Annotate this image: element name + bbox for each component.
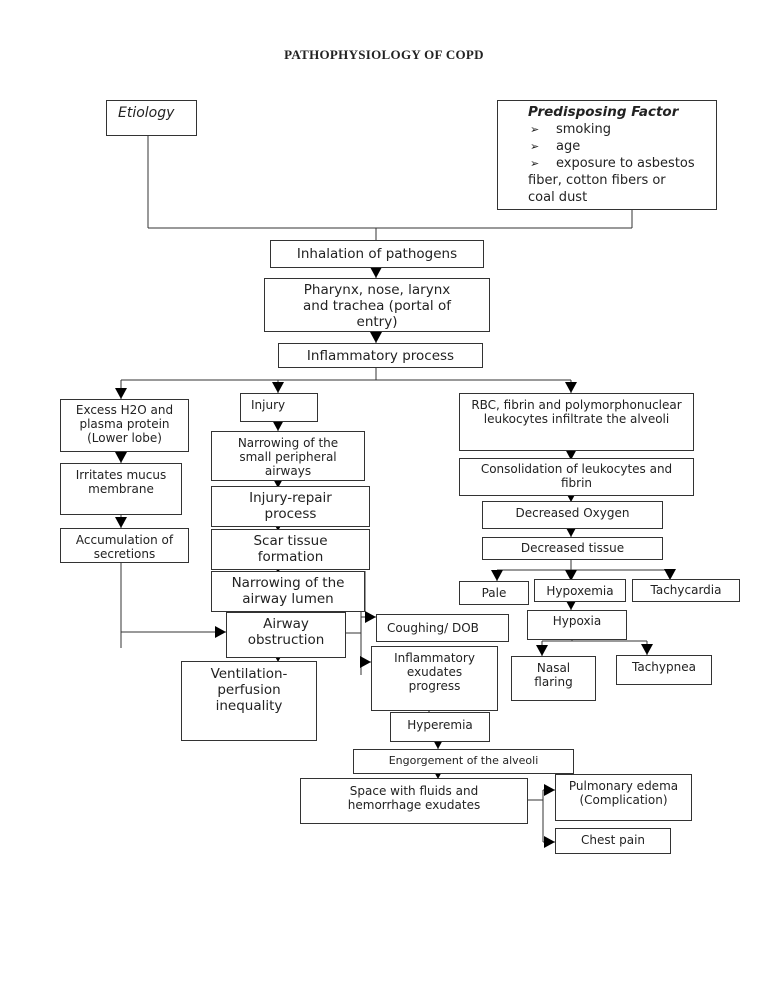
etiology-box: Etiology bbox=[106, 100, 197, 136]
space-fluids-box: Space with fluids and hemorrhage exudate… bbox=[300, 778, 528, 824]
tachycardia-box: Tachycardia bbox=[632, 579, 740, 602]
arrowhead-icon bbox=[565, 382, 577, 393]
engorgement-box: Engorgement of the alveoli bbox=[353, 749, 574, 774]
irritates-mucus-box: Irritates mucus membrane bbox=[60, 463, 182, 515]
predisposing-item-cont: fiber, cotton fibers or bbox=[528, 173, 666, 188]
injury-box: Injury bbox=[240, 393, 318, 422]
arrowhead-icon bbox=[536, 645, 548, 656]
predisposing-item-cont: coal dust bbox=[528, 190, 588, 205]
predisposing-heading: Predisposing Factor bbox=[528, 104, 679, 120]
decreased-oxygen-box: Decreased Oxygen bbox=[482, 501, 663, 529]
portal-of-entry-box: Pharynx, nose, larynx and trachea (porta… bbox=[264, 278, 490, 332]
excess-h2o-box: Excess H2O and plasma protein (Lower lob… bbox=[60, 399, 189, 452]
arrowhead-icon bbox=[215, 626, 226, 638]
rbc-infiltrate-box: RBC, fibrin and polymorphonuclear leukoc… bbox=[459, 393, 694, 451]
pale-box: Pale bbox=[459, 581, 529, 605]
arrowhead-icon bbox=[115, 517, 127, 528]
page-title: PATHOPHYSIOLOGY OF COPD bbox=[284, 47, 484, 62]
arrowhead-icon bbox=[272, 420, 284, 431]
airway-obstruction-box: Airway obstruction bbox=[226, 612, 346, 658]
arrowhead-icon bbox=[565, 570, 577, 581]
arrowhead-icon bbox=[370, 332, 382, 343]
narrowing-small-airways-box: Narrowing of the small peripheral airway… bbox=[211, 431, 365, 481]
inflammatory-exudates-box: Inflammatory exudates progress bbox=[371, 646, 498, 711]
inhalation-box: Inhalation of pathogens bbox=[270, 240, 484, 268]
arrowhead-icon bbox=[115, 388, 127, 399]
scar-tissue-box: Scar tissue formation bbox=[211, 529, 370, 570]
arrowhead-icon bbox=[360, 656, 371, 668]
coughing-box: Coughing/ DOB bbox=[376, 614, 509, 642]
predisposing-item: exposure to asbestos bbox=[530, 155, 716, 172]
hyperemia-box: Hyperemia bbox=[390, 712, 490, 742]
inflammatory-process-box: Inflammatory process bbox=[278, 343, 483, 368]
accumulation-box: Accumulation of secretions bbox=[60, 528, 189, 563]
arrowhead-icon bbox=[115, 452, 127, 463]
injury-repair-box: Injury-repair process bbox=[211, 486, 370, 527]
decreased-tissue-box: Decreased tissue bbox=[482, 537, 663, 560]
arrowhead-icon bbox=[641, 644, 653, 655]
arrowhead-icon bbox=[272, 382, 284, 393]
consolidation-box: Consolidation of leukocytes and fibrin bbox=[459, 458, 694, 496]
tachypnea-box: Tachypnea bbox=[616, 655, 712, 685]
predisposing-item: smoking bbox=[530, 121, 716, 138]
arrowhead-icon bbox=[370, 267, 382, 278]
arrowhead-icon bbox=[365, 611, 376, 623]
arrowhead-icon bbox=[664, 569, 676, 580]
vq-inequality-box: Ventilation-perfusion inequality bbox=[181, 661, 317, 741]
nasal-flaring-box: Nasal flaring bbox=[511, 656, 596, 701]
hypoxia-box: Hypoxia bbox=[527, 610, 627, 640]
narrowing-lumen-box: Narrowing of the airway lumen bbox=[211, 571, 365, 612]
chest-pain-box: Chest pain bbox=[555, 828, 671, 854]
arrowhead-icon bbox=[544, 836, 555, 848]
predisposing-item: age bbox=[530, 138, 716, 155]
predisposing-factor-box: Predisposing Factor smoking age exposure… bbox=[497, 100, 717, 210]
arrowhead-icon bbox=[544, 784, 555, 796]
arrowhead-icon bbox=[491, 570, 503, 581]
arrowhead-icon bbox=[565, 449, 577, 460]
pulmonary-edema-box: Pulmonary edema (Complication) bbox=[555, 774, 692, 821]
hypoxemia-box: Hypoxemia bbox=[534, 579, 626, 602]
